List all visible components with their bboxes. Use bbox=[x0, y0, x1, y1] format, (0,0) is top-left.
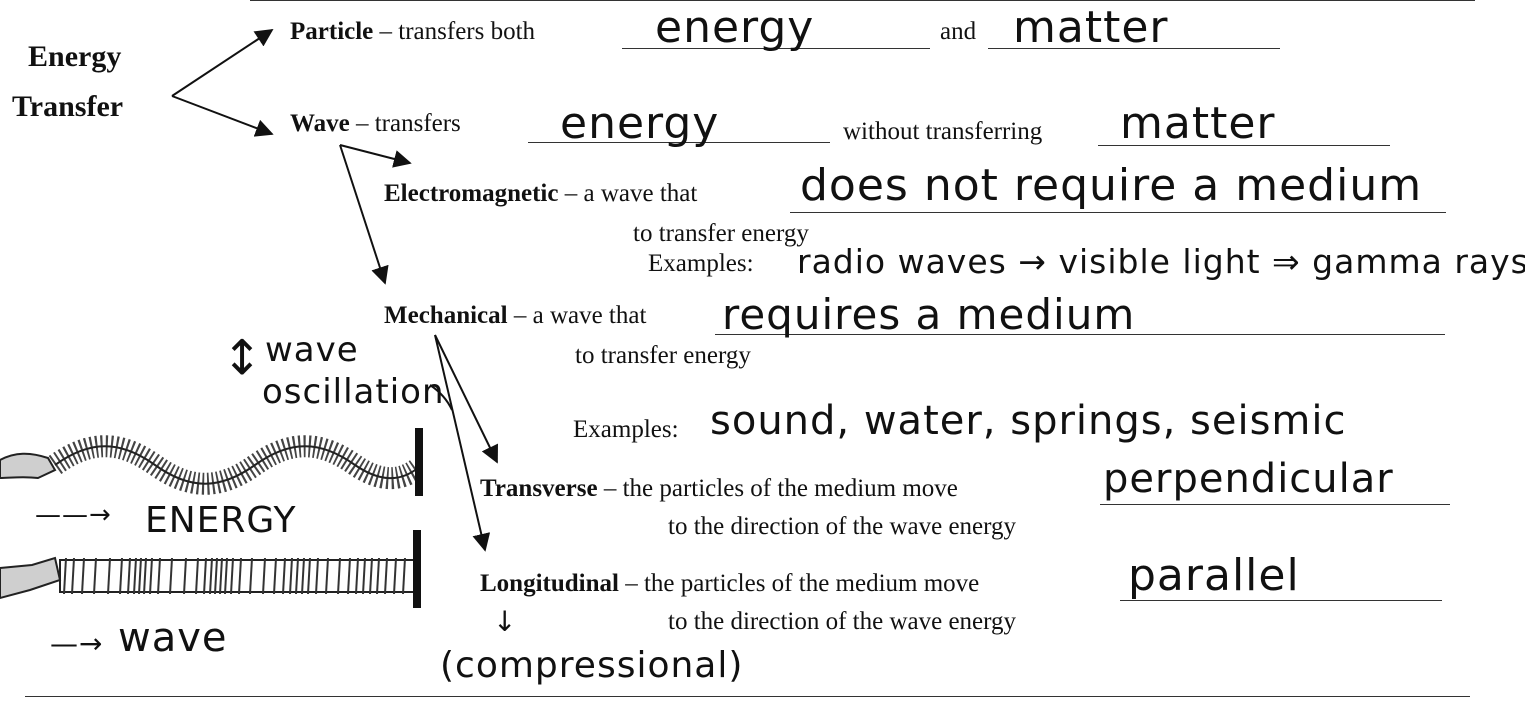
mechanical-text: – a wave that bbox=[507, 302, 647, 329]
wave-answer-2: matter bbox=[1120, 98, 1276, 149]
particle-text: – transfers both bbox=[373, 18, 536, 45]
longitudinal-answer: parallel bbox=[1128, 550, 1300, 601]
wave-annotation: wave bbox=[118, 615, 228, 661]
mechanical-examples-answer: sound, water, springs, seismic bbox=[710, 398, 1347, 444]
mechanical-answer: requires a medium bbox=[722, 290, 1136, 339]
mechanical-examples-label: Examples: bbox=[573, 416, 679, 443]
transverse-text: – the particles of the medium move bbox=[597, 475, 958, 502]
particle-blank-2 bbox=[988, 48, 1280, 49]
wave-without: without transferring bbox=[843, 118, 1043, 145]
arrow-to-longitudinal bbox=[434, 334, 491, 552]
electromagnetic-line2: to transfer energy bbox=[633, 220, 809, 247]
electromagnetic-blank bbox=[790, 212, 1446, 213]
transverse-definition: Transverse – the particles of the medium… bbox=[480, 475, 958, 503]
particle-term: Particle bbox=[290, 18, 374, 45]
wave-blank-2 bbox=[1098, 145, 1390, 146]
transverse-answer: perpendicular bbox=[1103, 456, 1394, 502]
mechanical-line2: to transfer energy bbox=[575, 342, 751, 369]
electromagnetic-answer: does not require a medium bbox=[800, 160, 1423, 211]
arrow-to-mechanical bbox=[339, 144, 389, 285]
longitudinal-note-arrow: ↓ bbox=[493, 605, 518, 638]
longitudinal-definition: Longitudinal – the particles of the medi… bbox=[480, 570, 979, 598]
energy-annotation: ENERGY bbox=[145, 500, 297, 541]
particle-blank-1 bbox=[622, 48, 930, 49]
particle-answer-2: matter bbox=[1013, 2, 1169, 53]
longitudinal-slinky-image bbox=[0, 530, 421, 608]
arrow-to-wave bbox=[171, 95, 274, 137]
updown-arrow: ↕ bbox=[222, 330, 264, 386]
transverse-slinky-image bbox=[0, 428, 425, 496]
arrow-to-particle bbox=[171, 29, 274, 97]
wave-definition: Wave – transfers bbox=[290, 110, 461, 138]
particle-and: and bbox=[940, 18, 977, 45]
electromagnetic-text: – a wave that bbox=[558, 180, 698, 207]
wave-oscillation-line1: wave bbox=[265, 330, 359, 370]
wave-term: Wave bbox=[290, 110, 350, 137]
longitudinal-line2: to the direction of the wave energy bbox=[668, 608, 1017, 635]
wave-text: – transfers bbox=[349, 110, 461, 137]
electromagnetic-examples-answer: radio waves → visible light ⇒ gamma rays bbox=[797, 242, 1525, 281]
energy-arrow: ——→ bbox=[35, 500, 112, 530]
bottom-rule bbox=[25, 696, 1470, 697]
root-label-line1: Energy bbox=[28, 40, 122, 73]
transverse-blank bbox=[1100, 504, 1450, 505]
wave-answer-1: energy bbox=[560, 98, 720, 149]
transverse-line2: to the direction of the wave energy bbox=[668, 513, 1017, 540]
mechanical-definition: Mechanical – a wave that bbox=[384, 302, 646, 330]
electromagnetic-definition: Electromagnetic – a wave that bbox=[384, 180, 697, 208]
particle-definition: Particle – transfers both bbox=[290, 18, 535, 46]
mechanical-blank bbox=[715, 334, 1445, 335]
electromagnetic-examples-label: Examples: bbox=[648, 250, 754, 277]
wave-arrow: —→ bbox=[50, 627, 104, 660]
arrow-to-electromagnetic bbox=[339, 144, 412, 168]
oscillation-link bbox=[429, 384, 453, 411]
root-label-line2: Transfer bbox=[12, 90, 124, 123]
wave-blank-1 bbox=[528, 142, 830, 143]
longitudinal-blank bbox=[1120, 600, 1442, 601]
arrow-to-transverse bbox=[434, 334, 498, 464]
electromagnetic-term: Electromagnetic bbox=[384, 180, 559, 207]
transverse-term: Transverse bbox=[480, 475, 598, 502]
longitudinal-text: – the particles of the medium move bbox=[618, 570, 980, 597]
mechanical-term: Mechanical bbox=[384, 302, 508, 329]
longitudinal-note: (compressional) bbox=[440, 645, 744, 686]
wave-oscillation-line2: oscillation bbox=[262, 372, 445, 412]
longitudinal-term: Longitudinal bbox=[480, 570, 619, 597]
particle-answer-1: energy bbox=[655, 2, 815, 53]
top-rule bbox=[250, 0, 1475, 1]
